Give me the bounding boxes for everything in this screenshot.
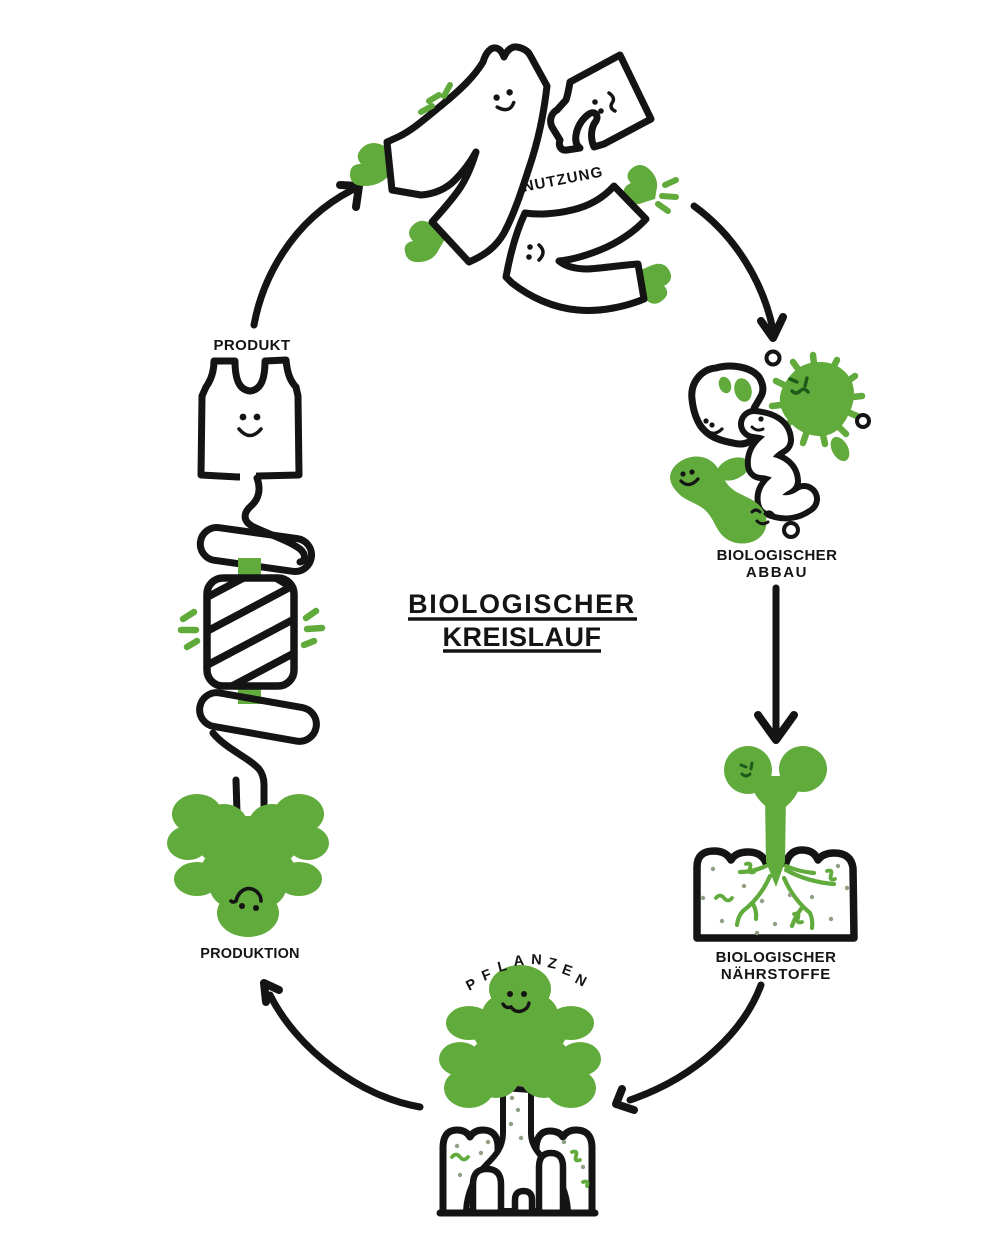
svg-text:Z: Z: [546, 955, 559, 973]
svg-text:BIOLOGISCHER: BIOLOGISCHER: [408, 589, 636, 619]
svg-text:PRODUKTION: PRODUKTION: [200, 946, 299, 962]
svg-text:N: N: [572, 971, 590, 991]
svg-text:A: A: [513, 953, 526, 970]
svg-text:BIOLOGISCHER: BIOLOGISCHER: [717, 547, 838, 564]
svg-text:L: L: [496, 958, 509, 976]
svg-text:NUTZUNG: NUTZUNG: [521, 163, 604, 195]
svg-text:P: P: [464, 975, 481, 994]
svg-text:KREISLAUF: KREISLAUF: [443, 622, 602, 652]
svg-text:F: F: [480, 966, 495, 984]
svg-text:BIOLOGISCHER: BIOLOGISCHER: [716, 949, 837, 966]
svg-text:PRODUKT: PRODUKT: [214, 337, 291, 354]
svg-text:N: N: [531, 952, 543, 969]
svg-text:E: E: [560, 962, 576, 981]
svg-text:ABBAU: ABBAU: [746, 564, 808, 581]
svg-text:NÄHRSTOFFE: NÄHRSTOFFE: [721, 966, 831, 983]
